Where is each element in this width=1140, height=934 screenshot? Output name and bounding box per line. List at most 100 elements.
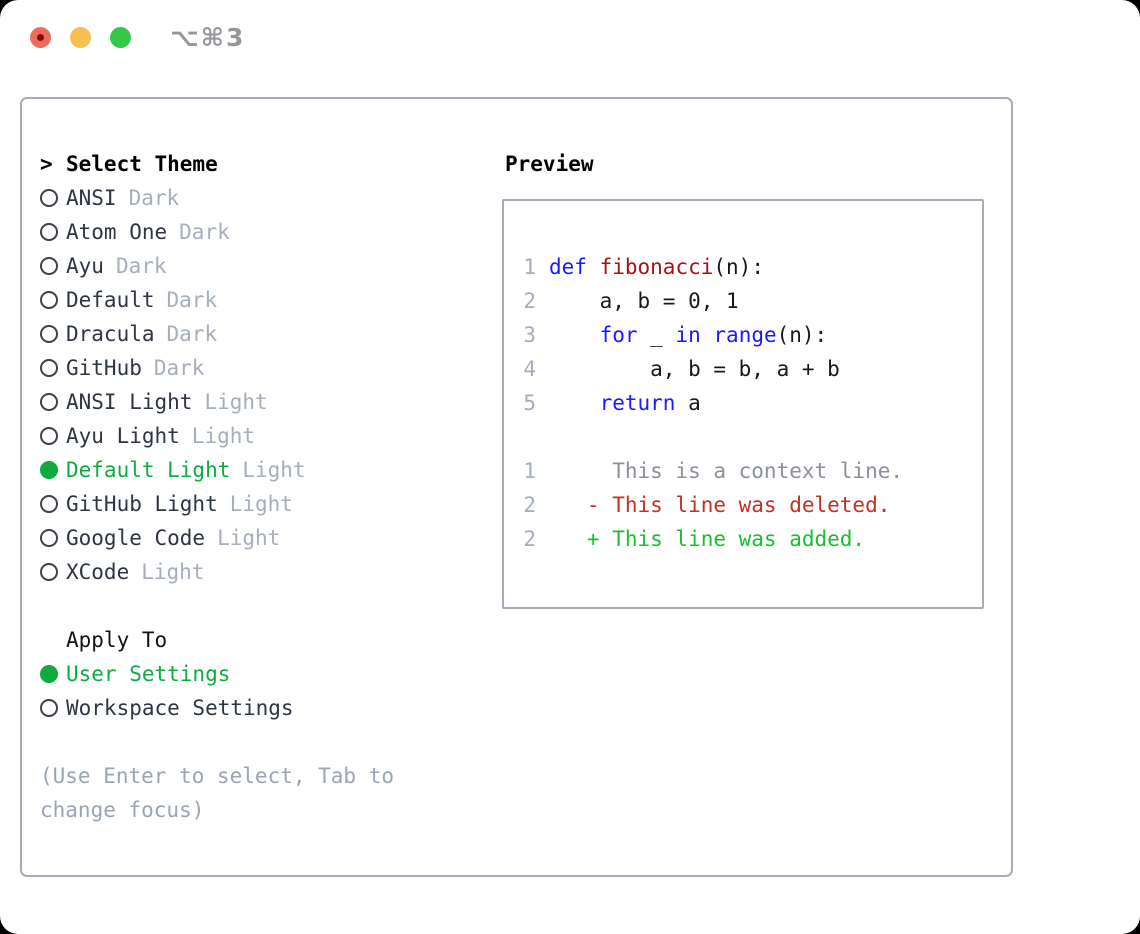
theme-variant-tag: Light [229,492,293,516]
code-content [536,420,549,454]
radio-icon [40,189,66,207]
code-token-keyword: range [713,323,777,347]
radio-dot-icon [40,427,58,445]
apply-to-option-label: User Settings [66,662,231,686]
theme-variant-tag: Light [191,424,256,448]
theme-name: Ayu Light [66,424,180,448]
radio-dot-icon [40,325,58,343]
preview-title: Preview [505,152,594,176]
radio-icon [40,325,66,343]
theme-item-default-dark[interactable]: Default Dark [40,283,502,317]
radio-dot-icon [40,461,58,479]
code-content: This is a context line. [536,454,903,488]
line-number: 1 [523,459,536,483]
radio-icon [40,427,66,445]
apply-to-title: Apply To [66,628,168,652]
radio-dot-icon [40,291,58,309]
radio-dot-icon [40,257,58,275]
theme-variant-tag: Dark [128,186,180,210]
apply-to-option-label: Workspace Settings [66,696,294,720]
theme-item-dracula-dark[interactable]: Dracula Dark [40,317,502,351]
line-number: 2 [523,289,536,313]
theme-name: XCode [66,560,130,584]
theme-variant-tag: Dark [166,288,218,312]
theme-item-default-light-light[interactable]: Default Light Light [40,453,502,487]
radio-icon [40,699,66,717]
code-token-plain: (n): [713,255,764,279]
theme-name: Dracula [66,322,155,346]
select-theme-header: > Select Theme [40,147,502,181]
titlebar: ⌥⌘3 [0,0,1140,97]
theme-item-ayu-light-light[interactable]: Ayu Light Light [40,419,502,453]
code-token-plain: a [675,391,701,415]
theme-name: ANSI [66,186,117,210]
code-token-keyword: return [599,391,676,415]
theme-variant-tag: Light [242,458,306,482]
line-number: 4 [523,357,536,381]
theme-item-xcode-light[interactable]: XCode Light [40,555,502,589]
code-line: 2 + This line was added. [522,522,982,556]
radio-icon [40,291,66,309]
theme-variant-tag: Light [204,390,268,414]
radio-icon [40,495,66,513]
line-number: 2 [523,527,536,551]
theme-name: GitHub [66,356,142,380]
apply-to-user-settings[interactable]: User Settings [40,657,502,691]
radio-icon [40,359,66,377]
theme-name: Default Light [66,458,231,482]
radio-dot-icon [40,665,58,683]
code-token-plain: (n): [776,323,828,347]
radio-dot-icon [40,393,58,411]
radio-icon [40,529,66,547]
theme-variant-tag: Dark [179,220,230,244]
radio-icon [40,257,66,275]
code-line: 2 - This line was deleted. [522,488,982,522]
theme-variant-tag: Light [141,560,205,584]
spacer [40,589,502,623]
minimize-button-icon[interactable] [70,27,91,48]
theme-variant-tag: Light [217,526,281,550]
code-token-keyword: in [675,323,701,347]
code-content: return a [536,386,701,420]
zoom-button-icon[interactable] [110,27,131,48]
code-content: def fibonacci(n): [536,250,764,284]
line-number [522,420,536,454]
code-token-added: + This line was added. [549,527,866,551]
code-token-plain [549,391,600,415]
code-line: 5 return a [522,386,982,420]
theme-name: Default [66,288,155,312]
theme-item-atom-one-dark[interactable]: Atom One Dark [40,215,502,249]
apply-to-workspace-settings[interactable]: Workspace Settings [40,691,502,725]
radio-icon [40,393,66,411]
theme-name: Atom One [66,220,168,244]
theme-item-ansi-dark[interactable]: ANSI Dark [40,181,502,215]
apply-to-header: Apply To [40,623,502,657]
code-token-function: fibonacci [599,255,714,279]
prompt-caret-icon: > [40,152,53,176]
window-title: ⌥⌘3 [170,23,246,52]
code-token-plain: _ [637,323,676,347]
line-number: 2 [523,493,536,517]
radio-icon [40,563,66,581]
theme-variant-tag: Dark [166,322,218,346]
line-number: 1 [523,255,536,279]
radio-dot-icon [40,699,58,717]
radio-dot-icon [40,359,58,377]
theme-name: GitHub Light [66,492,218,516]
close-button-icon[interactable] [30,27,51,48]
radio-dot-icon [40,223,58,241]
theme-item-github-light-light[interactable]: GitHub Light Light [40,487,502,521]
code-line: 1 This is a context line. [522,454,982,488]
radio-dot-icon [40,495,58,513]
code-token-keyword: for [599,323,638,347]
